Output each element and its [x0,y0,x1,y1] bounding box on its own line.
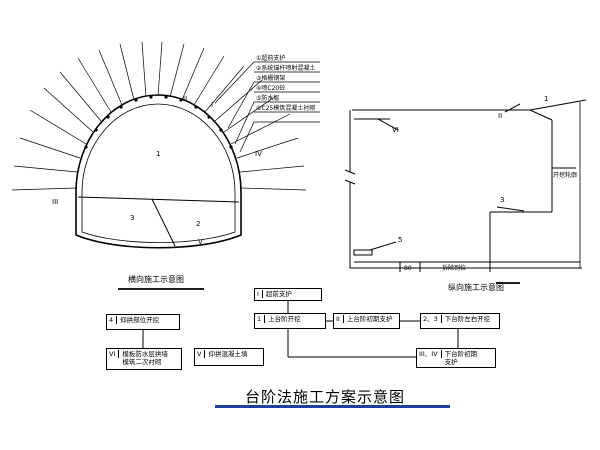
region-label-lower-right: 2 [196,220,201,228]
legend-item: ⑥C25模筑混凝土衬砌 [256,105,316,112]
flow-box-text: 模板防水层拱墙模筑二次衬砌 [122,350,168,366]
flow-box-num: VI [109,350,120,358]
flow-box-text: 超前支护 [265,290,292,298]
legend-item: ④喷C20砼 [256,85,286,92]
diagram-title: 台阶法施工方案示意图 [245,388,406,406]
longitudinal-caption: 纵向施工示意图 [448,283,504,292]
region-label-invert: V [198,238,203,246]
dim-label-remove: 拆除到位 [442,265,467,272]
flow-box-num: II [336,315,344,323]
legend-leaders [214,61,320,153]
legend-item: ③格栅钢架 [256,75,286,82]
flow-box-num: I [257,290,263,298]
arch-dots [84,95,233,149]
flow-box-num: 4 [109,316,118,324]
side-label-left: III [52,198,59,206]
legend-list: ①超前支护 ②系统锚杆喷射混凝土 ③格栅钢架 ④喷C20砼 ⑤防水层 ⑥C25模… [256,54,315,114]
long-label-vi: VI [392,126,399,134]
flow-box-text: 上台阶开挖 [268,315,301,323]
region-label-lower-left: 3 [130,214,135,222]
long-label-top-num: 1 [544,95,549,103]
long-label-top: II [498,112,503,120]
longitudinal-diagram [344,99,587,284]
region-label-top: 1 [156,150,161,158]
side-label-top-left: II [183,95,188,103]
cross-section-caption: 横向施工示意图 [128,275,184,284]
title-underline [215,405,450,408]
long-label-lower: 5 [398,236,403,244]
legend-item: ②系统锚杆喷射混凝土 [256,65,316,72]
flow-box-num: 2、3 [423,315,442,323]
flow-box-num: III、IV [419,350,442,358]
flow-box-text: 仰拱混凝土填 [208,350,248,358]
tunnel-inner-profile [81,103,236,243]
flow-box-text: 仰拱部位开挖 [120,316,160,324]
flow-box-num: V [197,350,206,358]
long-label-bench: 3 [500,196,505,204]
flow-box-text: 下台阶左右开挖 [444,315,491,323]
long-label-right: 开挖轮廓 [553,172,578,179]
legend-item: ⑤防水层 [256,95,280,102]
legend-item: ①超前支护 [256,55,286,62]
flow-box-text: 下台阶初期支护 [444,350,478,366]
side-label-right: IV [255,150,262,158]
flow-box-text: 上台阶初期支护 [346,315,393,323]
flow-box-num: 1 [257,315,266,323]
tunnel-outer-profile [75,94,242,249]
bench-line [77,196,240,203]
flow-connectors [142,301,459,358]
dim-label-80: 80 [404,265,412,272]
divide-line [151,198,176,247]
side-label-top-right: I [211,101,214,109]
